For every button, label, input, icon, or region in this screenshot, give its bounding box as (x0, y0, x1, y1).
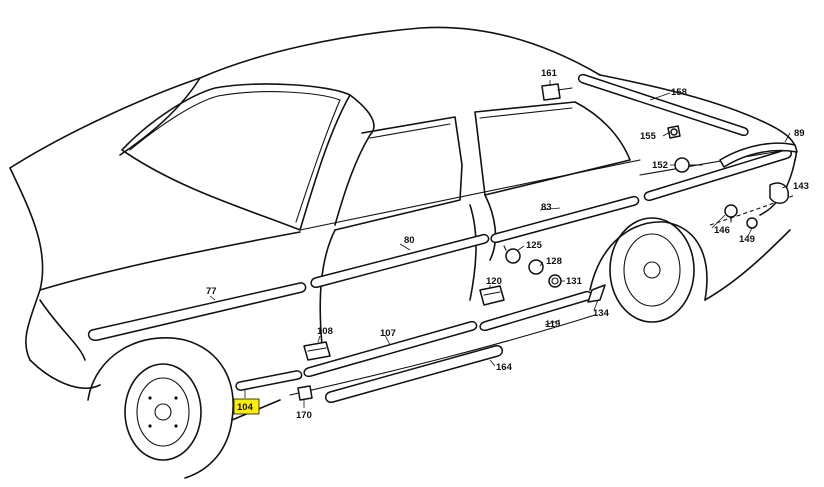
label-164: 164 (496, 362, 513, 373)
trim-parts (87, 73, 798, 403)
clip-108 (303, 341, 331, 361)
molding-rear-quarter (643, 148, 793, 202)
rocker-164 (325, 345, 503, 403)
label-131: 131 (566, 276, 583, 287)
label-152: 152 (652, 160, 668, 171)
label-83: 83 (541, 202, 552, 213)
label-155: 155 (640, 131, 657, 142)
clip-170 (297, 385, 313, 401)
label-170: 170 (296, 410, 312, 421)
label-149: 149 (739, 234, 755, 245)
label-120: 120 (486, 276, 502, 287)
bolt-152 (674, 157, 703, 173)
label-80: 80 (404, 235, 415, 246)
fasteners (297, 83, 789, 401)
clip-161 (541, 83, 573, 101)
rocker-104 (235, 370, 303, 391)
label-104: 104 (237, 402, 254, 413)
label-107: 107 (380, 328, 396, 339)
clip-143 (769, 182, 789, 204)
label-108: 108 (317, 326, 333, 337)
clip-131 (548, 274, 562, 288)
part-labels: 161 158 89 155 152 143 83 146 149 80 125… (206, 68, 809, 421)
clip-125 (503, 245, 521, 264)
clip-149 (746, 217, 758, 229)
molding-77 (87, 282, 307, 341)
trim-89 (719, 142, 798, 168)
rear-wheel (589, 217, 708, 323)
label-146: 146 (714, 225, 730, 236)
trim-158 (577, 73, 749, 137)
label-143: 143 (793, 181, 809, 192)
label-161: 161 (541, 68, 558, 79)
label-158: 158 (671, 87, 687, 98)
leader-lines (209, 80, 791, 408)
molding-83 (490, 195, 640, 244)
label-104-highlight (233, 398, 260, 415)
rocker-107 (303, 320, 478, 378)
molding-80 (310, 233, 490, 289)
clip-134 (587, 284, 606, 303)
label-128: 128 (546, 256, 562, 267)
label-125: 125 (526, 240, 543, 251)
front-wheel (87, 337, 234, 479)
clip-120 (479, 285, 505, 306)
car-body (9, 26, 797, 479)
label-89: 89 (794, 128, 805, 139)
clip-128 (528, 259, 544, 275)
label-119: 119 (545, 319, 560, 330)
label-134: 134 (593, 308, 610, 319)
clip-155 (667, 125, 681, 139)
label-77: 77 (206, 286, 217, 297)
clip-146 (724, 204, 738, 223)
